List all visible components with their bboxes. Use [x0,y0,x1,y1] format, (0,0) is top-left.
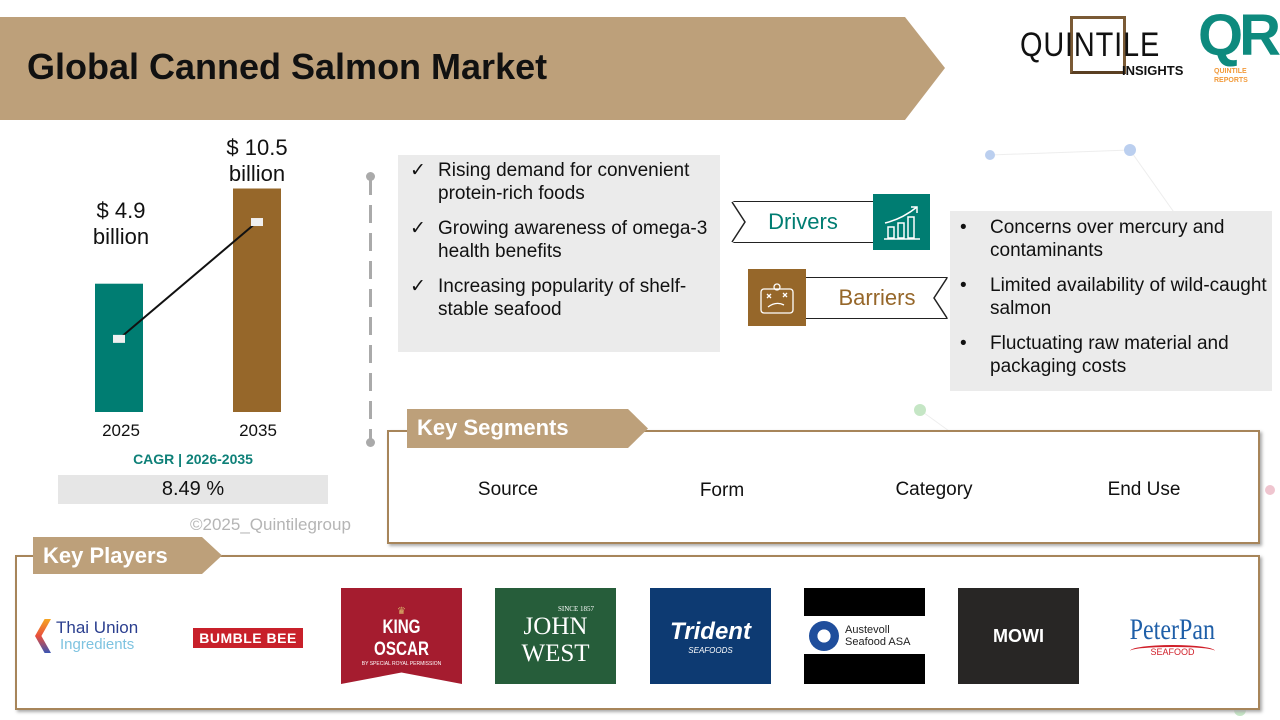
player-sub: Ingredients [60,636,135,653]
value-label-line: $ 4.9 [96,198,146,223]
key-segments-tag: Key Segments [407,409,648,448]
drivers-ribbon: Drivers [733,201,873,243]
title-banner [0,17,945,120]
globe-icon [809,621,839,651]
player-name: BUMBLE BEE [199,630,297,646]
market-size-chart [95,188,281,412]
brand-logo-sub: INSIGHTS [1122,63,1184,78]
value-label-line: billion [228,161,286,186]
trend-marker-2035 [251,218,263,227]
segment-source: Source [477,479,539,500]
player-logo-austevoll: Austevoll Seafood ASA [804,588,925,684]
divider-dot [366,438,375,447]
qr-logo-sub: QUINTILE REPORTS [1214,68,1248,84]
thai-union-mark-icon [35,619,51,653]
player-name: Trident [670,617,751,645]
logo-frame [1070,16,1126,74]
player-name: KING OSCAR [374,616,429,660]
key-segments-panel [387,430,1260,544]
player-name: MOWI [993,625,1044,646]
ribbon-notch [731,201,746,243]
player-logo-bumble-bee: BUMBLE BEE [193,628,303,648]
player-sub: SEAFOOD [1130,645,1215,657]
cagr-value: 8.49 % [58,475,328,504]
player-logo-mowi: MOWI [958,588,1079,684]
barriers-list: Concerns over mercury and contaminants L… [950,211,1272,391]
divider-dot [366,172,375,181]
driver-item: Rising demand for convenient protein-ric… [398,159,720,205]
dashed-divider [369,177,372,443]
drivers-list: Rising demand for convenient protein-ric… [398,155,720,352]
player-sub: SEAFOODS [688,645,733,655]
x-tick-2025: 2025 [102,421,140,440]
strategy-board-icon [748,269,806,326]
crown-icon: ♛ [397,605,406,617]
segment-end-use: End Use [1107,479,1181,500]
player-name: Thai Union [56,618,139,637]
segment-form: Form [699,480,745,501]
trend-line [118,221,258,340]
driver-item: Increasing popularity of shelf-stable se… [398,275,720,321]
copyright: ©2025_Quintilegroup [190,515,351,534]
qr-logo: QR [1198,3,1280,68]
x-tick-2035: 2035 [239,421,277,440]
barriers-ribbon: Barriers [806,277,948,319]
brand-logo: QUINTILE [1020,26,1161,64]
player-name: JOHN WEST [521,613,590,667]
bar-2025 [95,283,143,412]
player-name: Austevoll Seafood ASA [845,624,911,648]
page-title: Global Canned Salmon Market [27,46,548,87]
value-label-line: billion [92,224,150,249]
ribbon-notch [933,277,948,319]
value-label-line: $ 10.5 [226,135,288,160]
cagr-label: CAGR | 2026-2035 [133,451,253,467]
player-name: PeterPan [1129,613,1216,646]
barrier-item: Fluctuating raw material and packaging c… [950,332,1272,378]
driver-item: Growing awareness of omega-3 health bene… [398,217,720,263]
trend-marker-2025 [113,334,125,343]
player-sub: SINCE 1857 [558,605,594,613]
segment-category: Category [895,479,973,500]
growth-chart-icon [873,194,930,250]
barrier-item: Concerns over mercury and contaminants [950,216,1272,262]
key-players-tag: Key Players [33,537,222,574]
player-sub: BY SPECIAL ROYAL PERMISSION [361,660,442,667]
barrier-item: Limited availability of wild-caught salm… [950,274,1272,320]
